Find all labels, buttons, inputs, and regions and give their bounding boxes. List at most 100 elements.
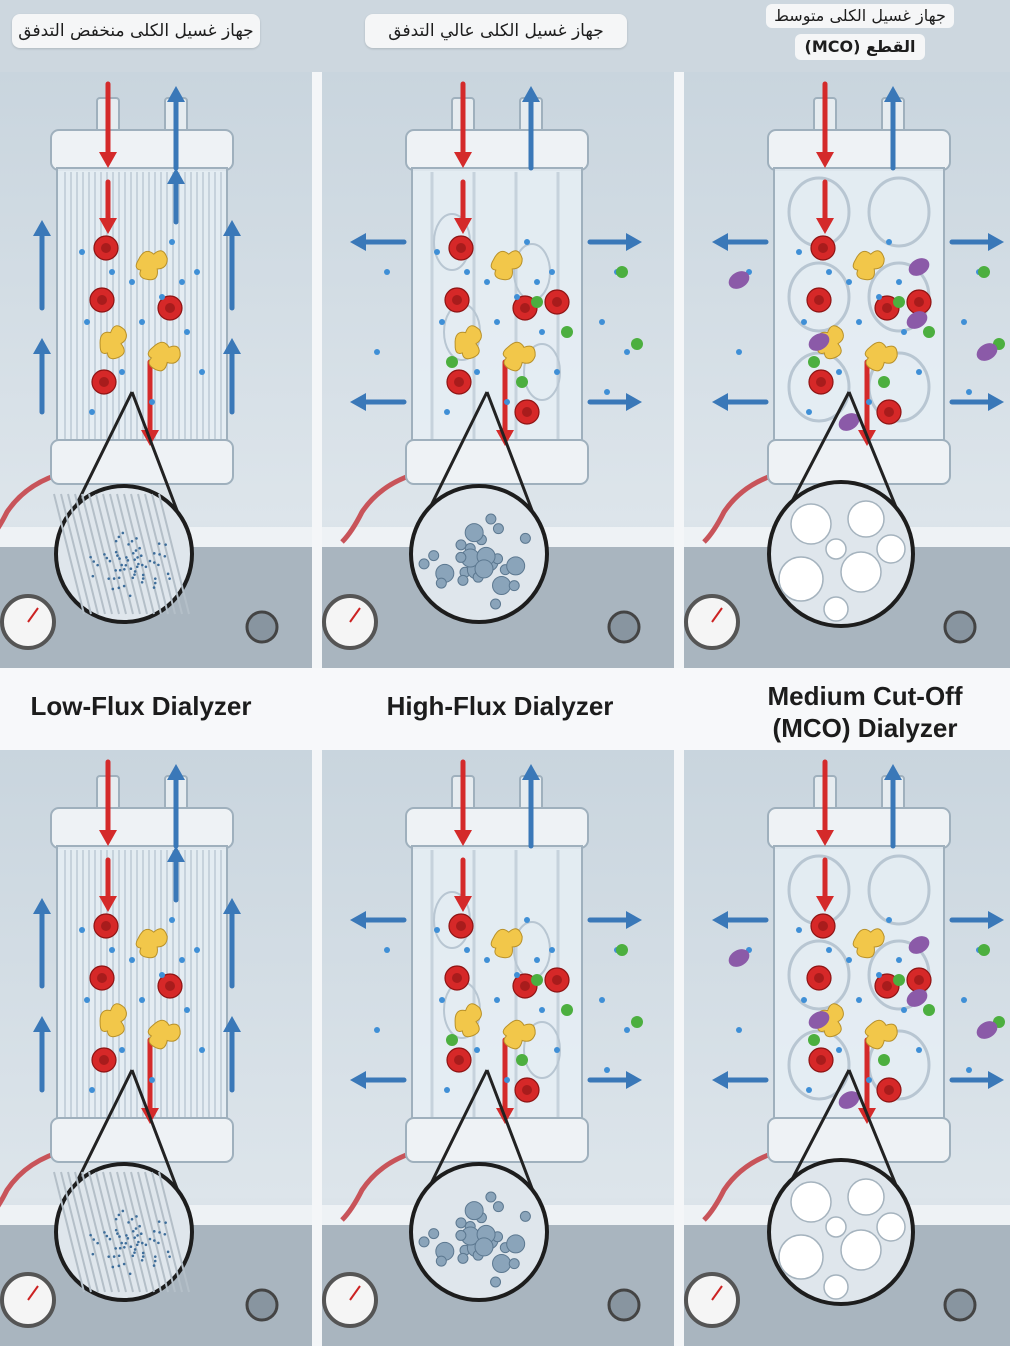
filtration-arrow [712,233,769,251]
pore-dot [508,1258,520,1270]
pore-dot [506,556,526,576]
pore-dot [133,1236,137,1239]
protein-molecule-icon [99,1003,127,1038]
small-solute-dot [801,319,807,325]
pore-dot [485,1191,497,1203]
pore-dot [128,594,132,598]
large-pore [876,534,906,564]
bottom-cap [405,439,589,485]
small-solute-dot [199,369,205,375]
blood-flow-arrow [816,179,834,234]
pore-dot [111,1265,115,1269]
top-cap [50,129,234,171]
wall-connector-icon [943,610,977,644]
membrane-magnifier [409,1162,549,1302]
middle-molecule-dot [446,1034,458,1046]
blood-tube [702,469,785,544]
large-molecule-icon [976,343,998,361]
pore-dot [127,543,130,546]
dialysate-outflow-arrow [884,86,902,171]
pore-dot [485,513,497,525]
pore-dot [435,1255,447,1267]
pore-dot [455,1229,467,1241]
pore-dot [116,554,119,557]
dialysate-flow-arrow [223,898,241,989]
small-solute-dot [464,947,470,953]
pore-dot [158,1231,161,1234]
pore-dot [157,542,161,545]
pore-dot [133,1248,137,1251]
protein-molecule-icon [147,1019,181,1050]
pore-dot [117,1264,121,1268]
pore-dot [152,1264,156,1267]
panel-mco-top [684,72,1010,668]
pore-dot [157,1241,160,1245]
pore-dot [418,558,430,570]
pore-dot [124,563,128,567]
middle-molecule-dot [516,376,528,388]
pore-dot [120,563,123,567]
small-solute-dot [444,1087,450,1093]
dialysate-outflow-arrow [522,764,540,849]
red-blood-cell-icon [544,289,570,315]
pressure-gauge-icon [0,594,56,650]
middle-molecule-dot [808,1034,820,1046]
middle-molecule-dot [978,266,990,278]
pore-dot [153,1239,156,1242]
pore-dot [137,562,140,566]
large-molecule-icon [838,413,860,431]
small-solute-dot [444,409,450,415]
blood-tube [340,1147,423,1222]
membrane-magnifier [409,484,549,624]
pore-dot [133,1251,136,1254]
pore-dot [131,1254,135,1258]
dialyzer-illustration [684,750,1010,1346]
small-solute-dot [464,269,470,275]
small-solute-dot [796,249,802,255]
red-blood-cell-icon [514,1077,540,1103]
pore-dot [112,1255,116,1258]
pore-dot [428,550,440,562]
small-solute-dot [806,409,812,415]
pore-dot [118,568,122,572]
large-pore [876,1212,906,1242]
pore-dot [157,563,160,567]
small-solute-dot [624,1027,630,1033]
protein-molecule-icon [454,1003,482,1038]
filtration-arrow [587,1071,642,1089]
small-solute-dot [514,294,520,300]
protein-molecule-icon [852,250,885,281]
blood-tube [0,1147,68,1208]
filtration-arrow [350,393,407,411]
pore-dot [492,523,504,535]
pore-dot [107,577,111,580]
middle-molecule-dot [616,266,628,278]
pressure-gauge-icon [0,1272,56,1328]
pore-dot [92,1238,96,1241]
pore-dot [126,1237,130,1240]
blood-inflow-arrow [99,81,117,168]
pore-dot [122,584,126,588]
small-solute-dot [129,279,135,285]
small-solute-dot [149,399,155,405]
blood-tube [340,469,423,544]
filtration-arrow [949,393,1004,411]
protein-molecule-icon [147,341,181,372]
pore-dot [121,1209,125,1213]
small-solute-dot [139,319,145,325]
pore-dot [141,1241,144,1245]
small-solute-dot [494,997,500,1003]
middle-molecule-dot [631,338,643,350]
red-blood-cell-icon [544,967,570,993]
pore-dot [135,565,139,569]
pore-dot [89,1233,92,1237]
large-pore [840,1229,882,1271]
pore-dot [114,550,118,554]
pore-dot [127,1221,130,1224]
pore-dot [111,587,115,591]
small-solute-dot [514,972,520,978]
small-solute-dot [896,279,902,285]
panel-low-flux-top [0,72,312,668]
arabic-label-high-flux: جهاز غسيل الكلى عالي التدفق [365,14,627,48]
pore-dot [89,555,92,559]
